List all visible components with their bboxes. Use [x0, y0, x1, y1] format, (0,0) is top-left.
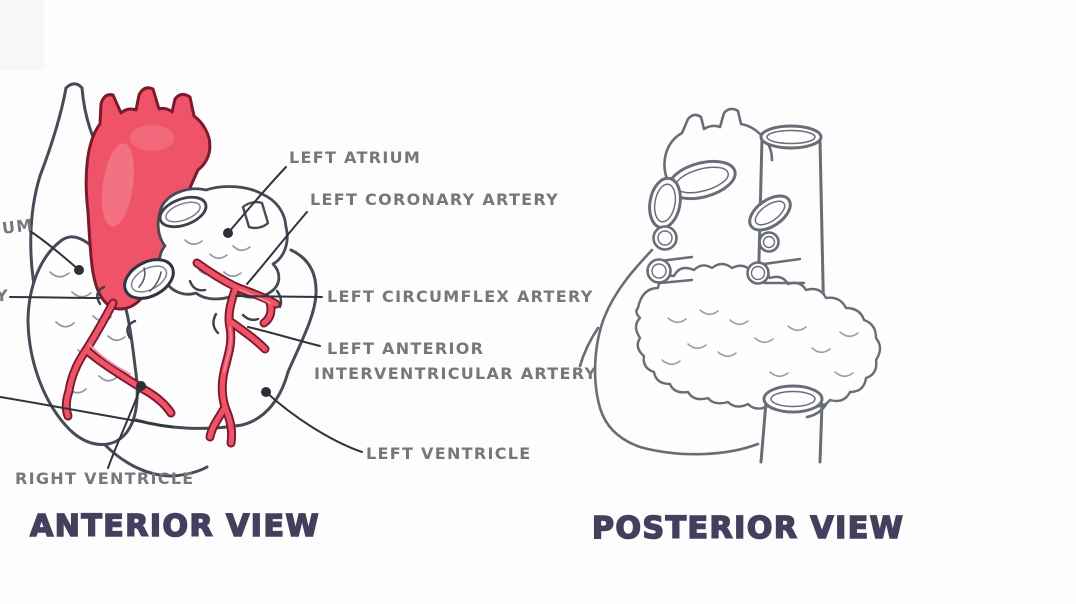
label-left-coronary-artery: LEFT CORONARY ARTERY	[310, 190, 560, 209]
posterior-aortic-arch	[663, 107, 774, 184]
posterior-right-pulmonary-vessels	[646, 159, 737, 285]
posterior-atrial-mass	[634, 262, 882, 412]
cut-valve-opening	[123, 258, 175, 300]
coronary-arteries	[61, 258, 281, 448]
label-left-ventricle: LEFT VENTRICLE	[366, 444, 532, 463]
label-left-circumflex-artery: LEFT CIRCUMFLEX ARTERY	[327, 287, 594, 306]
label-lad-line2: INTERVENTRICULAR ARTERY	[314, 364, 598, 383]
posterior-left-pulmonary-vessels	[746, 194, 806, 285]
cut-pulmonary-artery-opening	[158, 195, 208, 229]
label-left-atrium: LEFT ATRIUM	[289, 148, 422, 167]
posterior-heart-drawing	[578, 107, 882, 464]
label-lad-line1: LEFT ANTERIOR	[327, 339, 485, 358]
label-right-ventricle: RIGHT VENTRICLE	[15, 469, 195, 488]
leader-dots	[74, 228, 271, 397]
corner-artifact	[0, 0, 44, 70]
title-anterior-view: ANTERIOR VIEW	[29, 508, 321, 545]
aorta	[84, 86, 212, 311]
posterior-ivc-tube	[759, 384, 824, 464]
title-posterior-view: POSTERIOR VIEW	[591, 510, 905, 547]
label-cut-off-y: Y	[0, 286, 9, 305]
vessel-hook-marks	[96, 279, 283, 340]
leader-lines	[0, 166, 363, 469]
anterior-heart-drawing	[26, 82, 318, 478]
label-cut-off-um: UM	[0, 215, 35, 238]
label-left-anterior-interventricular-artery: LEFT ANTERIOR INTERVENTRICULAR ARTERY	[314, 336, 597, 386]
